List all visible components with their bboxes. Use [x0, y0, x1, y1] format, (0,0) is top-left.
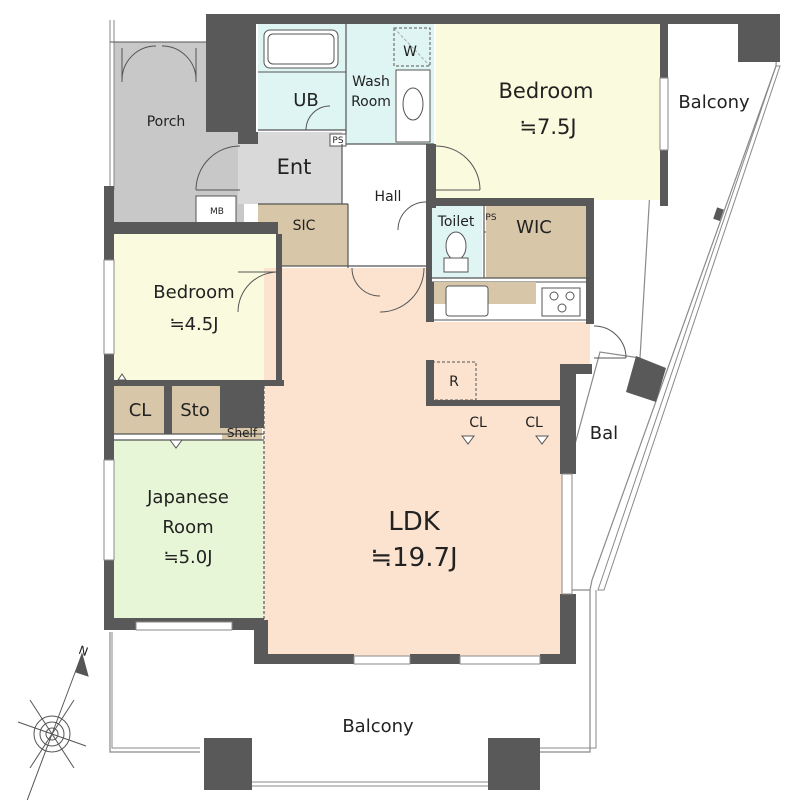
refrigerator-label: R: [449, 374, 459, 390]
compass: [17, 652, 89, 800]
toilet: [430, 203, 499, 278]
bedroom-large-size: ≒7.5J: [519, 115, 576, 139]
storage-sto: [170, 386, 222, 434]
bedroom-small: [114, 234, 278, 380]
bathroom: [258, 24, 346, 130]
sic-label: SIC: [293, 218, 316, 234]
japanese-room-size: ≒5.0J: [163, 547, 212, 568]
balcony-post: [488, 738, 540, 790]
stove: [541, 287, 581, 317]
washer-space: [393, 27, 431, 67]
ps-label: PS: [332, 136, 343, 146]
bedroom-large: [436, 22, 660, 200]
shelf-label: Shelf: [227, 426, 258, 440]
doors: [195, 105, 627, 359]
mb-label: MB: [210, 207, 224, 217]
toilet-label: Toilet: [437, 214, 475, 230]
japanese-room: [114, 440, 264, 620]
porch-label: Porch: [147, 114, 186, 130]
storage-label: Sto: [180, 400, 210, 421]
washer-label: W: [403, 44, 417, 60]
wic-storage: [486, 204, 590, 278]
ps-label: PS: [485, 213, 496, 223]
wic-label: WIC: [516, 217, 552, 238]
shelf: [222, 426, 262, 440]
balcony-south-label: Balcony: [342, 716, 414, 737]
windows: [103, 77, 669, 665]
hall-label: Hall: [375, 189, 402, 205]
closet-label: CL: [469, 415, 487, 431]
ldk-size: ≒19.7J: [370, 543, 457, 573]
partitions: [114, 24, 590, 620]
bedroom-large-label: Bedroom: [499, 79, 594, 103]
entrance-label: Ent: [277, 155, 312, 179]
kitchen-counter: [431, 281, 589, 321]
japanese-room-label-2: Room: [162, 517, 213, 538]
japanese-room-label-1: Japanese: [146, 487, 229, 508]
closet-label: CL: [525, 415, 543, 431]
pipe-shaft: [329, 133, 347, 147]
sink: [395, 69, 431, 143]
bedroom-small-label: Bedroom: [153, 282, 234, 303]
wash-room-label-1: Wash: [352, 74, 390, 90]
bal-label: Bal: [590, 423, 618, 444]
hall: [342, 144, 434, 268]
bathtub: [263, 29, 339, 69]
closet-label: CL: [129, 400, 152, 421]
bedroom-small-size: ≒4.5J: [169, 314, 218, 335]
balcony-post: [626, 356, 666, 402]
balcony-post: [204, 738, 252, 790]
north-label: N: [77, 643, 90, 659]
closet-1: [114, 386, 164, 434]
ub-label: UB: [293, 90, 319, 111]
ldk-label: LDK: [388, 507, 441, 537]
ldk: [264, 268, 590, 656]
door-markers: [117, 373, 549, 449]
wash-room-label-2: Room: [351, 94, 391, 110]
balcony-east-label: Balcony: [678, 92, 750, 113]
wash-room: [329, 24, 434, 147]
